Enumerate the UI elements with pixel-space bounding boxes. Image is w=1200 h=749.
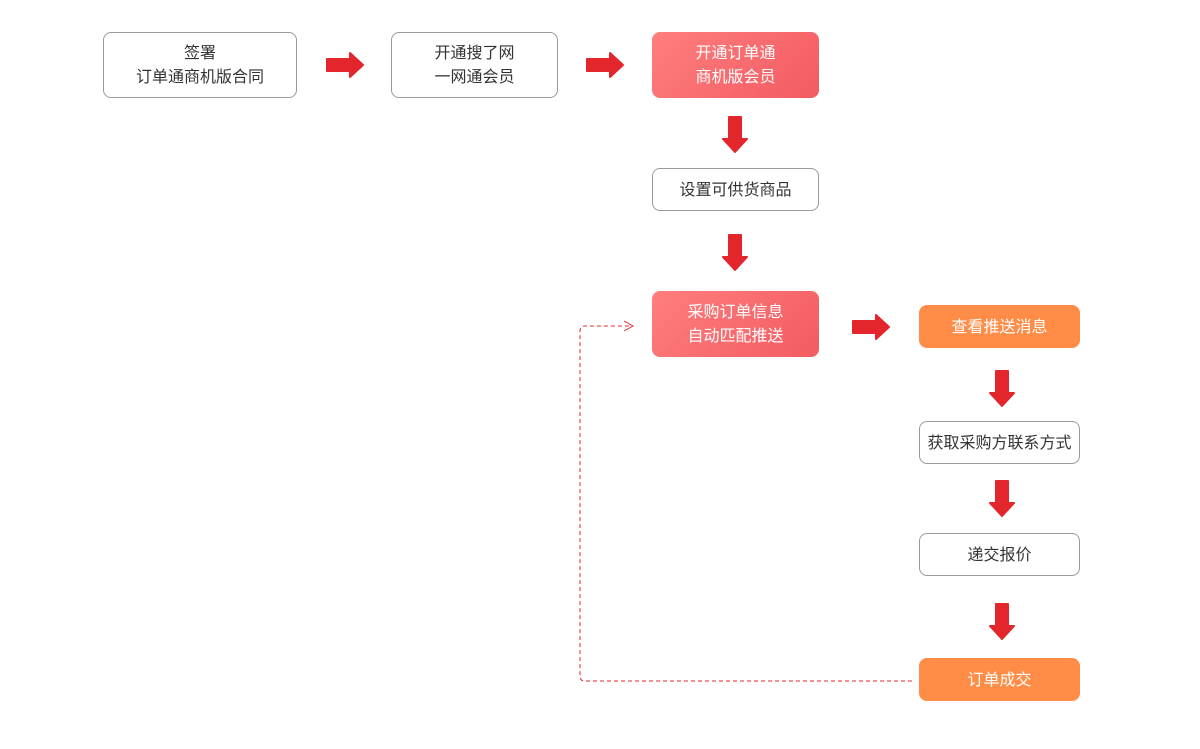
node-label: 订单通商机版合同 xyxy=(135,67,264,86)
arrow-right-icon xyxy=(586,52,624,78)
node-view-push: 查看推送消息 xyxy=(919,305,1080,348)
arrow-down-icon xyxy=(989,480,1015,517)
node-label: 一网通会员 xyxy=(434,67,515,86)
node-label: 开通搜了网 xyxy=(434,43,515,62)
node-auto-push: 采购订单信息 自动匹配推送 xyxy=(652,291,819,357)
node-set-goods: 设置可供货商品 xyxy=(652,168,819,211)
node-label: 设置可供货商品 xyxy=(679,179,792,199)
node-submit-quote: 递交报价 xyxy=(919,533,1080,576)
node-label: 采购订单信息 xyxy=(687,302,784,321)
node-label: 开通订单通 xyxy=(695,43,776,62)
arrow-down-icon xyxy=(722,234,748,271)
arrow-down-icon xyxy=(989,370,1015,407)
node-get-contact: 获取采购方联系方式 xyxy=(919,421,1080,464)
arrow-right-icon xyxy=(326,52,364,78)
node-sign-contract: 签署 订单通商机版合同 xyxy=(103,32,297,98)
arrow-down-icon xyxy=(989,603,1015,640)
node-label: 签署 xyxy=(183,43,216,62)
node-label: 订单成交 xyxy=(967,669,1032,689)
node-open-member: 开通搜了网 一网通会员 xyxy=(391,32,558,98)
arrow-down-icon xyxy=(722,116,748,153)
node-order-deal: 订单成交 xyxy=(919,658,1080,701)
node-open-order-member: 开通订单通 商机版会员 xyxy=(652,32,819,98)
node-label: 自动匹配推送 xyxy=(687,326,784,345)
node-label: 查看推送消息 xyxy=(951,316,1048,336)
open-arrowhead-icon xyxy=(623,320,635,332)
arrow-right-icon xyxy=(852,314,890,340)
node-label: 商机版会员 xyxy=(695,67,776,86)
node-label: 递交报价 xyxy=(967,544,1032,564)
node-label: 获取采购方联系方式 xyxy=(927,432,1072,452)
dashed-feedback-line xyxy=(579,325,912,682)
